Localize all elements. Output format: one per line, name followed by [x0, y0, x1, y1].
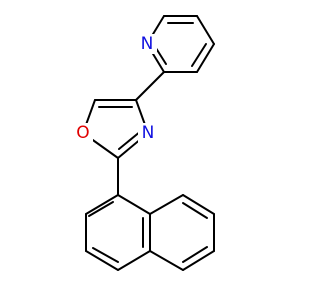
bond-naph-c4-c4a [117, 250, 151, 271]
bond-naph-c6-c5 [182, 250, 215, 271]
bond-naph-c5-c4a [149, 250, 184, 271]
bond-pyr-c4-c5 [196, 43, 215, 73]
bond-pyr-c4-c5-inner [191, 43, 207, 67]
bond-ox-c2-n-inner [118, 130, 142, 150]
bond-naph-c8a-c1 [117, 194, 151, 215]
bond-naph-c3-c4-inner [92, 247, 119, 263]
atom-pyridine-nitrogen: N [141, 34, 154, 54]
bonds [82, 15, 215, 271]
atom-bg-oxazole-n [138, 123, 158, 143]
bond-pyr-oxazole [135, 71, 165, 101]
atom-oxazole-oxygen: O [76, 123, 89, 143]
atom-labels: N N O [73, 34, 158, 143]
atom-bg-oxazole-o [73, 123, 93, 143]
bond-naph-c8a-c8 [149, 194, 184, 215]
bond-naph-c8-c7 [182, 194, 215, 215]
molecule-structure: N N O [73, 15, 215, 271]
atom-bg-pyridine-n [137, 34, 157, 54]
bond-naph-c6-c5-inner [182, 246, 208, 263]
bond-naph-c1-c2 [85, 194, 119, 215]
bond-naph-c8-c7-inner [182, 202, 208, 219]
atom-oxazole-nitrogen: N [142, 123, 155, 143]
bond-naph-c3-c4 [85, 250, 119, 271]
bond-naph-c1-c2-inner [88, 201, 114, 217]
bond-pyr-c3-c4 [196, 15, 215, 45]
